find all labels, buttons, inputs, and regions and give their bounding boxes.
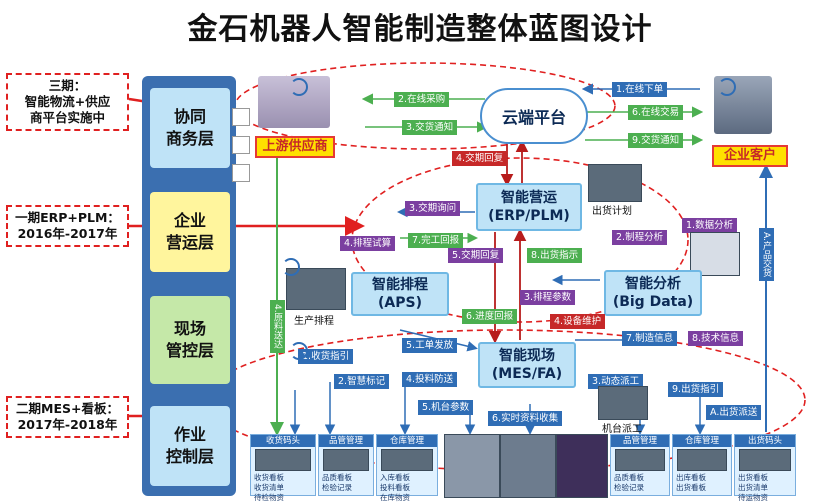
prod-schedule-label: 生产排程 <box>294 316 334 327</box>
station-item: 入库看板 <box>380 473 410 482</box>
hub-mes-fa: 智能现场 (MES/FA) <box>478 342 576 388</box>
station-shipping-dock: 出货码头 出货看板 出货清单 待运物资 <box>734 434 796 502</box>
station-title: 仓库管理 <box>377 435 437 447</box>
layer-operation-control: 作业 控制层 <box>150 406 230 486</box>
phase3-label: 三期： 智能物流+供应 商平台实施中 <box>6 73 129 131</box>
station-photo <box>323 449 369 471</box>
robot-cell-photo <box>556 434 608 498</box>
station-photo <box>255 449 311 471</box>
station-warehouse-2: 仓库管理 出库看板 出货看板 <box>672 434 732 496</box>
flow-smart-mark: 2.智慧标记 <box>334 374 390 389</box>
flow-right-vertical: A.产品交货 <box>759 228 774 281</box>
flow-online-purchase: 2.在线采购 <box>394 92 450 107</box>
production-line-photo <box>500 434 556 498</box>
flow-realtime-collect: 6.实时资料收集 <box>488 411 563 426</box>
flow-tech-info: 8.技术信息 <box>688 331 744 346</box>
ship-plan-thumbnail <box>588 164 642 202</box>
refresh-icon <box>290 78 308 96</box>
station-title: 品管管理 <box>611 435 669 447</box>
flow-ship-dispatch: A.出货派送 <box>706 405 762 420</box>
cloud-platform: 云端平台 <box>480 88 588 144</box>
page-title: 金石机器人智能制造整体蓝图设计 <box>187 12 653 47</box>
station-item: 品质看板 <box>322 473 352 482</box>
layer-enterprise-ops: 企业 营运层 <box>150 192 230 272</box>
layers-icon[interactable] <box>232 164 250 182</box>
station-receiving-dock: 收货码头 收货看板 收货清单 待检物资 <box>250 434 316 502</box>
station-item: 检验记录 <box>614 483 644 492</box>
machine-dispatch-thumbnail <box>598 386 648 420</box>
station-title: 出货码头 <box>735 435 795 447</box>
flow-dynamic-dispatch: 3.动态派工 <box>588 374 644 389</box>
station-photo <box>615 449 665 471</box>
flow-material-feed: 4.投料防送 <box>402 372 458 387</box>
station-item: 出货看板 <box>738 473 768 482</box>
customer-label: 企业客户 <box>712 145 788 167</box>
flow-schedule-calc: 4.排程试算 <box>340 236 396 251</box>
station-item: 出货看板 <box>676 483 706 492</box>
station-title: 品管管理 <box>319 435 373 447</box>
hub-erp-plm: 智能营运 (ERP/PLM) <box>476 183 582 231</box>
flow-finish-report: 7.完工回报 <box>408 233 464 248</box>
flow-equipment-maint: 4.设备维护 <box>550 314 606 329</box>
ship-plan-label: 出货计划 <box>592 206 632 217</box>
station-item: 待运物资 <box>738 493 768 502</box>
layer-collab-commerce: 协同 商务层 <box>150 88 230 168</box>
station-title: 仓库管理 <box>673 435 731 447</box>
flow-online-trade: 6.在线交易 <box>628 105 684 120</box>
flow-receive-instruct: 1.收货指引 <box>298 349 354 364</box>
station-title: 收货码头 <box>251 435 315 447</box>
station-item: 出库看板 <box>676 473 706 482</box>
station-item: 检验记录 <box>322 483 352 492</box>
flow-delivery-notice-left: 3.交货通知 <box>402 120 458 135</box>
flow-process-param: 3.排程参数 <box>520 290 576 305</box>
flow-left-vertical: 4.原料送达 <box>270 300 285 353</box>
station-warehouse-1: 仓库管理 入库看板 投料看板 在库物资 <box>376 434 438 502</box>
flow-ship-guide: 9.出货指引 <box>668 382 724 397</box>
station-quality-2: 品管管理 品质看板 检验记录 <box>610 434 670 496</box>
flow-mfg-info: 7.制造信息 <box>622 331 678 346</box>
check-icon[interactable] <box>232 136 250 154</box>
flow-control-analysis: 2.制程分析 <box>612 230 668 245</box>
station-item: 收货清单 <box>254 483 284 492</box>
factory-floor-photo <box>444 434 500 498</box>
flow-ship-instruct: 8.出货指示 <box>527 248 583 263</box>
flow-online-order: 1.在线下单 <box>612 82 668 97</box>
hub-aps: 智能排程 (APS) <box>351 272 449 316</box>
refresh-icon <box>290 342 308 360</box>
station-photo <box>739 449 791 471</box>
machine-dispatch-label: 机台派工 <box>602 424 642 435</box>
station-item: 收货看板 <box>254 473 284 482</box>
flow-work-order: 5.工单发放 <box>402 338 458 353</box>
hub-big-data: 智能分析 (Big Data) <box>604 270 702 316</box>
phase1-label: 一期ERP+PLM： 2016年-2017年 <box>6 205 129 247</box>
station-photo <box>677 449 727 471</box>
refresh-icon <box>718 78 736 96</box>
flow-delivery-notice-right: 9.交货通知 <box>628 133 684 148</box>
station-photo <box>381 449 433 471</box>
station-item: 投料看板 <box>380 483 410 492</box>
station-item: 品质看板 <box>614 473 644 482</box>
edit-icon[interactable] <box>232 108 250 126</box>
cloud-platform-label: 云端平台 <box>501 108 566 127</box>
flow-delivery-inquiry: 3.交期询问 <box>405 201 461 216</box>
prod-schedule-thumbnail <box>286 268 346 310</box>
station-item: 待检物资 <box>254 493 284 502</box>
station-item: 在库物资 <box>380 493 410 502</box>
flow-machine-param: 5.机台参数 <box>418 400 474 415</box>
flow-delivery-reply-2: 5.交期回复 <box>448 248 504 263</box>
refresh-icon <box>282 258 300 276</box>
flow-progress-report: 6.进度回报 <box>462 309 518 324</box>
station-item: 出货清单 <box>738 483 768 492</box>
flow-data-analysis: 1.数据分析 <box>682 218 738 233</box>
supplier-label: 上游供应商 <box>255 136 335 158</box>
phase2-label: 二期MES+看板： 2017年-2018年 <box>6 396 129 438</box>
flow-delivery-reply: 4.交期回复 <box>452 151 508 166</box>
station-quality-1: 品管管理 品质看板 检验记录 <box>318 434 374 496</box>
layer-field-control: 现场 管控层 <box>150 296 230 384</box>
analyst-figure <box>690 232 740 276</box>
